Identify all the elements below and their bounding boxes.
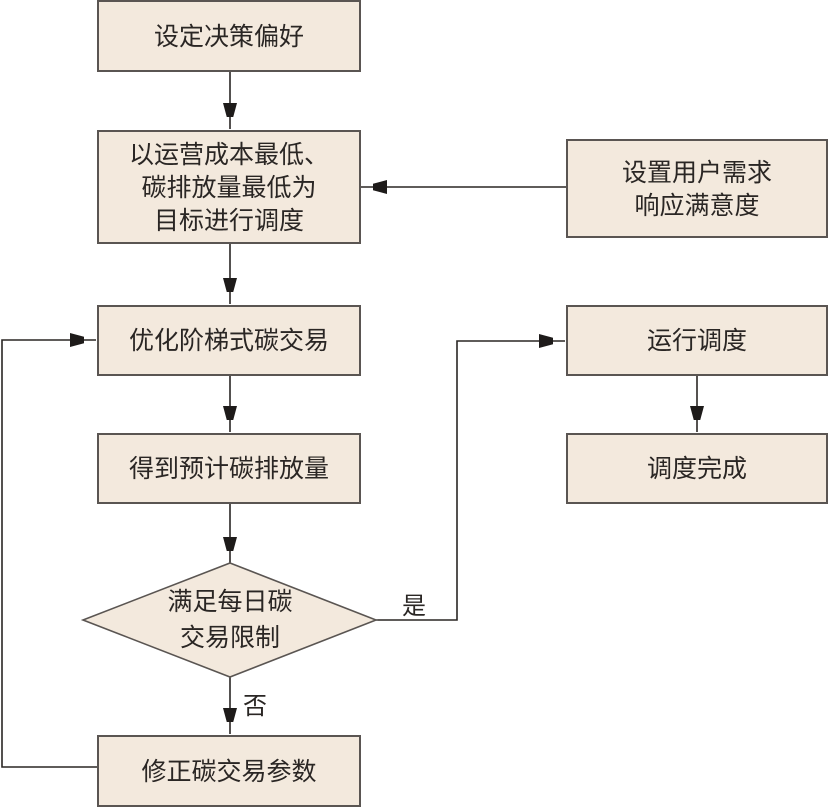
decision-diamond bbox=[80, 562, 379, 678]
edge-label-yes: 是 bbox=[402, 592, 426, 620]
node-set-preference: 设定决策偏好 bbox=[97, 0, 361, 72]
node-run-schedule: 运行调度 bbox=[566, 305, 828, 376]
node-schedule-objective: 以运营成本最低、 碳排放量最低为 目标进行调度 bbox=[97, 130, 361, 244]
node-schedule-done: 调度完成 bbox=[566, 433, 828, 504]
node-check-limit: 满足每日碳 交易限制 bbox=[167, 587, 293, 652]
node-get-emission: 得到预计碳排放量 bbox=[97, 433, 361, 504]
edge-label-no: 否 bbox=[243, 692, 267, 720]
node-optimize-trading: 优化阶梯式碳交易 bbox=[97, 305, 361, 376]
node-set-satisfaction: 设置用户需求 响应满意度 bbox=[566, 139, 828, 238]
node-adjust-params: 修正碳交易参数 bbox=[97, 735, 361, 807]
arrow-check-yes-to-run bbox=[376, 341, 565, 621]
arrow-adjust-loop-to-optimize bbox=[1, 340, 97, 768]
